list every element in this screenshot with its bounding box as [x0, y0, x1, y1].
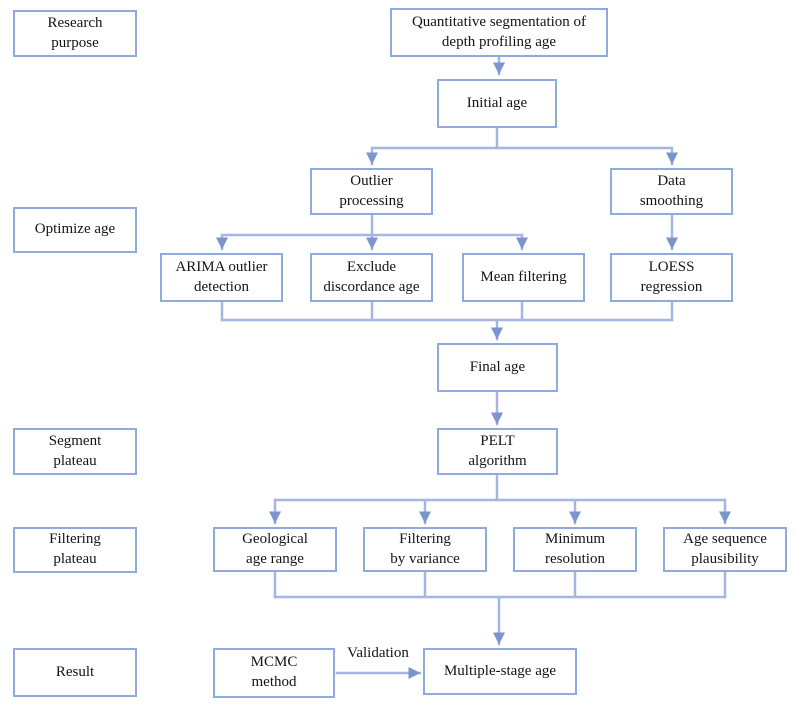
node-minimum-resolution: Minimum resolution — [513, 527, 637, 572]
stage-label-segment-plateau: Segment plateau — [13, 428, 137, 475]
node-geological-age-range: Geological age range — [213, 527, 337, 572]
node-mean-filtering: Mean filtering — [462, 253, 585, 302]
stage-label-optimize-age: Optimize age — [13, 207, 137, 253]
node-mcmc-method: MCMC method — [213, 648, 335, 698]
edge-criteria-converge-to-multiple-stage — [273, 570, 727, 646]
stage-label-result: Result — [13, 648, 137, 697]
node-initial-age: Initial age — [437, 79, 557, 128]
node-quantitative-segmentation: Quantitative segmentation of depth profi… — [390, 8, 608, 57]
node-pelt-algorithm: PELT algorithm — [437, 428, 558, 475]
node-final-age: Final age — [437, 343, 558, 392]
node-arima-outlier-detection: ARIMA outlier detection — [160, 253, 283, 302]
node-multiple-stage-age: Multiple-stage age — [423, 648, 577, 695]
node-data-smoothing: Data smoothing — [610, 168, 733, 215]
edge-initial-age-split — [366, 126, 678, 166]
edge-outlier-processing-split — [216, 213, 528, 251]
stage-label-research-purpose: Research purpose — [13, 10, 137, 57]
edge-methods-converge-to-final-age — [220, 300, 674, 341]
edge-pelt-split — [269, 473, 731, 525]
node-exclude-discordance-age: Exclude discordance age — [310, 253, 433, 302]
edge-label-validation: Validation — [347, 645, 409, 661]
stage-label-filtering-plateau: Filtering plateau — [13, 527, 137, 573]
node-loess-regression: LOESS regression — [610, 253, 733, 302]
node-age-sequence-plausibility: Age sequence plausibility — [663, 527, 787, 572]
node-filtering-by-variance: Filtering by variance — [363, 527, 487, 572]
node-outlier-processing: Outlier processing — [310, 168, 433, 215]
